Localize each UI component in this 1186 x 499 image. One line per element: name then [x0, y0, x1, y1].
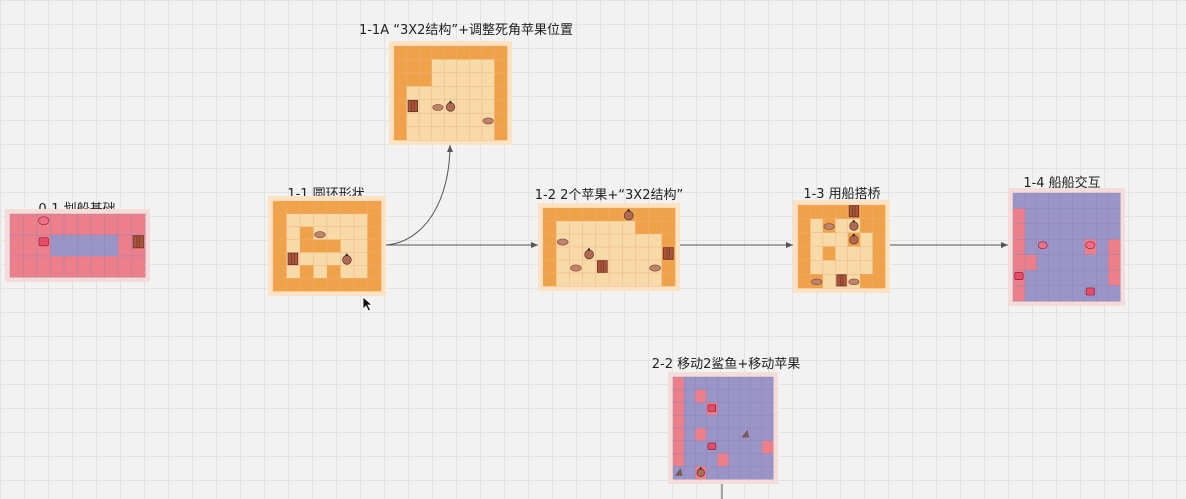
boat-icon: [1085, 287, 1095, 296]
pig-icon: [38, 216, 50, 226]
level-card-2-2[interactable]: [668, 372, 778, 484]
hedgehog-icon: [696, 466, 705, 477]
hedgehog-icon: [342, 253, 352, 265]
hedgehog-icon: [584, 247, 594, 260]
shark-icon: [741, 429, 750, 438]
pig-icon: [1037, 241, 1048, 250]
level-thumbnail: [268, 196, 386, 296]
apple-icon: [570, 264, 582, 272]
level-card-1-1a[interactable]: [389, 41, 512, 145]
edge-1-1-to-1-1a: [385, 144, 453, 246]
pig-icon: [1085, 241, 1096, 250]
level-thumbnail: [538, 203, 680, 291]
apple-icon: [432, 104, 444, 111]
level-thumbnail: [389, 41, 512, 145]
boat-icon: [38, 237, 49, 247]
apple-icon: [848, 278, 860, 286]
level-card-0-1[interactable]: [5, 209, 150, 282]
hedgehog-icon: [445, 100, 456, 112]
crate-icon: [132, 235, 144, 249]
crate-icon: [596, 260, 608, 273]
level-thumbnail: [668, 372, 778, 484]
level-card-1-3[interactable]: [793, 200, 890, 293]
node-title-2-2: 2-2 移动2鲨鱼+移动苹果: [651, 357, 801, 372]
level-card-1-2[interactable]: [538, 203, 680, 291]
level-thumbnail: [5, 209, 150, 282]
crate-icon: [836, 274, 847, 287]
boat-icon: [707, 404, 717, 412]
apple-icon: [482, 117, 494, 125]
crate-icon: [407, 99, 419, 113]
apple-icon: [823, 223, 835, 230]
apple-icon: [649, 264, 661, 272]
node-title-1-1a: 1-1A “3X2结构”+调整死角苹果位置: [358, 23, 574, 38]
level-thumbnail: [1008, 188, 1125, 306]
level-card-1-1[interactable]: [268, 196, 386, 296]
hedgehog-icon: [623, 208, 634, 221]
apple-icon: [811, 278, 823, 286]
shark-icon: [674, 467, 683, 476]
node-title-1-3: 1-3 用船搭桥: [803, 187, 881, 202]
level-card-1-4[interactable]: [1008, 188, 1125, 306]
arrow-cursor-icon: [362, 296, 374, 312]
crate-icon: [848, 205, 860, 218]
hedgehog-icon: [849, 233, 859, 245]
hedgehog-icon: [849, 219, 859, 231]
crate-icon: [662, 247, 674, 260]
crate-icon: [287, 252, 299, 266]
node-title-1-4: 1-4 船船交互: [1023, 176, 1101, 191]
apple-icon: [556, 238, 569, 246]
apple-icon: [314, 231, 326, 239]
level-thumbnail: [793, 200, 890, 293]
boat-icon: [1014, 272, 1024, 281]
boat-icon: [707, 442, 717, 450]
node-title-1-2: 1-2 2个苹果+“3X2结构”: [534, 188, 684, 203]
